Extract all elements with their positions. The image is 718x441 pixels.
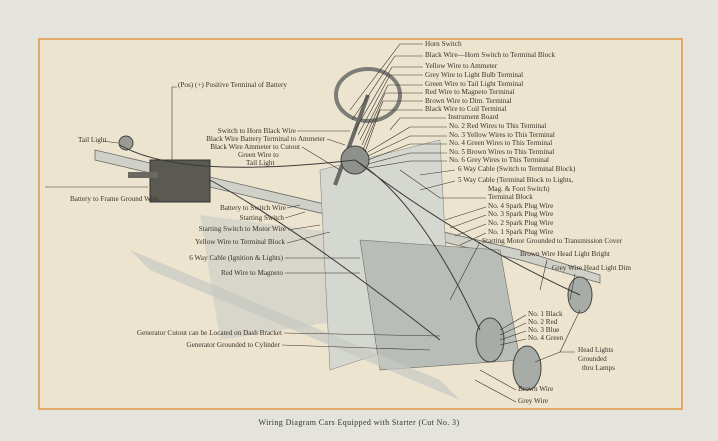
label-instrument-board: Instrument Board — [448, 113, 499, 121]
label-positive-terminal: (Pos) (+) Positive Terminal of Battery — [178, 81, 288, 89]
label-battery-switch: Battery to Switch Wire — [219, 204, 286, 212]
running-board — [130, 250, 460, 400]
figure-caption: Wiring Diagram Cars Equipped with Starte… — [258, 418, 460, 427]
label-thru-lamps: thru Lamps — [582, 364, 615, 372]
label-black-wire-horn: Black Wire—Horn Switch to Terminal Block — [425, 51, 556, 59]
label-battery-ammeter: Black Wire Battery Terminal to Ammeter — [206, 135, 325, 143]
label-five-way-cable: 5 Way Cable (Terminal Block to Lights, — [458, 176, 574, 184]
label-no2-red: No. 2 Red — [528, 318, 558, 326]
headlight-left — [475, 317, 505, 363]
label-generator-ground: Generator Grounded to Cylinder — [186, 341, 280, 349]
label-terminal-no2: No. 2 Red Wires to This Terminal — [449, 122, 547, 130]
battery — [149, 159, 211, 203]
label-starting-motor: Starting Motor Grounded to Transmission … — [482, 237, 622, 245]
label-switch-horn: Switch to Horn Black Wire — [217, 127, 296, 135]
label-spark-plug-1: No. 1 Spark Plug Wire — [488, 228, 554, 236]
label-terminal-no6: No. 6 Grey Wires to This Terminal — [449, 156, 550, 164]
label-terminal-block: Terminal Block — [488, 193, 533, 201]
label-horn-switch: Horn Switch — [425, 40, 462, 48]
label-six-way-cable: 6 Way Cable (Switch to Terminal Block) — [458, 165, 576, 173]
label-brown-bright: Brown Wire Head Light Bright — [520, 250, 610, 258]
label-terminal-no5: No. 5 Brown Wires to This Terminal — [449, 148, 555, 156]
label-no4-green: No. 4 Green — [528, 334, 564, 342]
label-starting-switch: Starting Switch — [239, 214, 284, 222]
label-brown-wire: Brown Wire — [518, 385, 554, 393]
label-terminal-no4: No. 4 Green Wires to This Terminal — [449, 139, 553, 147]
label-spark-plug-4: No. 4 Spark Plug Wire — [488, 202, 554, 210]
label-five-way-cable-cont: Mag. & Foot Switch) — [488, 185, 550, 193]
label-terminal-no3: No. 3 Yellow Wires to This Terminal — [449, 131, 555, 139]
label-tail-light: Tail Light — [78, 136, 107, 144]
label-battery-frame: Battery to Frame Ground Wire — [70, 195, 159, 203]
label-spark-plug-3: No. 3 Spark Plug Wire — [488, 210, 554, 218]
label-no3-blue: No. 3 Blue — [528, 326, 560, 334]
label-switch-motor: Starting Switch to Motor Wire — [198, 225, 286, 233]
label-yellow-terminal-block: Yellow Wire to Terminal Block — [194, 238, 285, 246]
label-no1-black: No. 1 Black — [528, 310, 563, 318]
label-yellow-ammeter: Yellow Wire to Ammeter — [425, 62, 498, 70]
label-black-coil: Black Wire to Coil Terminal — [425, 105, 507, 113]
label-brown-dim: Brown Wire to Dim. Terminal — [425, 97, 512, 105]
label-generator-cutout: Generator Cutout can be Located on Dash … — [136, 329, 282, 337]
label-green-tail-1: Green Wire to — [238, 151, 279, 159]
label-grey-bulb: Grey Wire to Light Bulb Terminal — [425, 71, 524, 79]
label-grounded: Grounded — [578, 355, 607, 363]
steering-wheel — [334, 67, 402, 123]
label-grey-wire: Grey Wire — [518, 397, 549, 405]
label-six-way-ignition: 6 Way Cable (Ignition & Lights) — [189, 254, 283, 262]
label-head-lights: Head Lights — [578, 346, 614, 354]
label-ammeter-cutout: Black Wire Ammeter to Cutout — [210, 143, 300, 151]
label-green-tail: Green Wire to Tail Light Terminal — [425, 80, 524, 88]
label-grey-dim: Grey Wire Head Light Dim — [552, 264, 632, 272]
label-green-tail-2: Tail Light — [246, 159, 275, 167]
label-red-magneto: Red Wire to Magneto — [220, 269, 283, 277]
label-red-magneto: Red Wire to Magneto Terminal — [425, 88, 515, 96]
label-spark-plug-2: No. 2 Spark Plug Wire — [488, 219, 554, 227]
headlight-right — [512, 345, 542, 391]
